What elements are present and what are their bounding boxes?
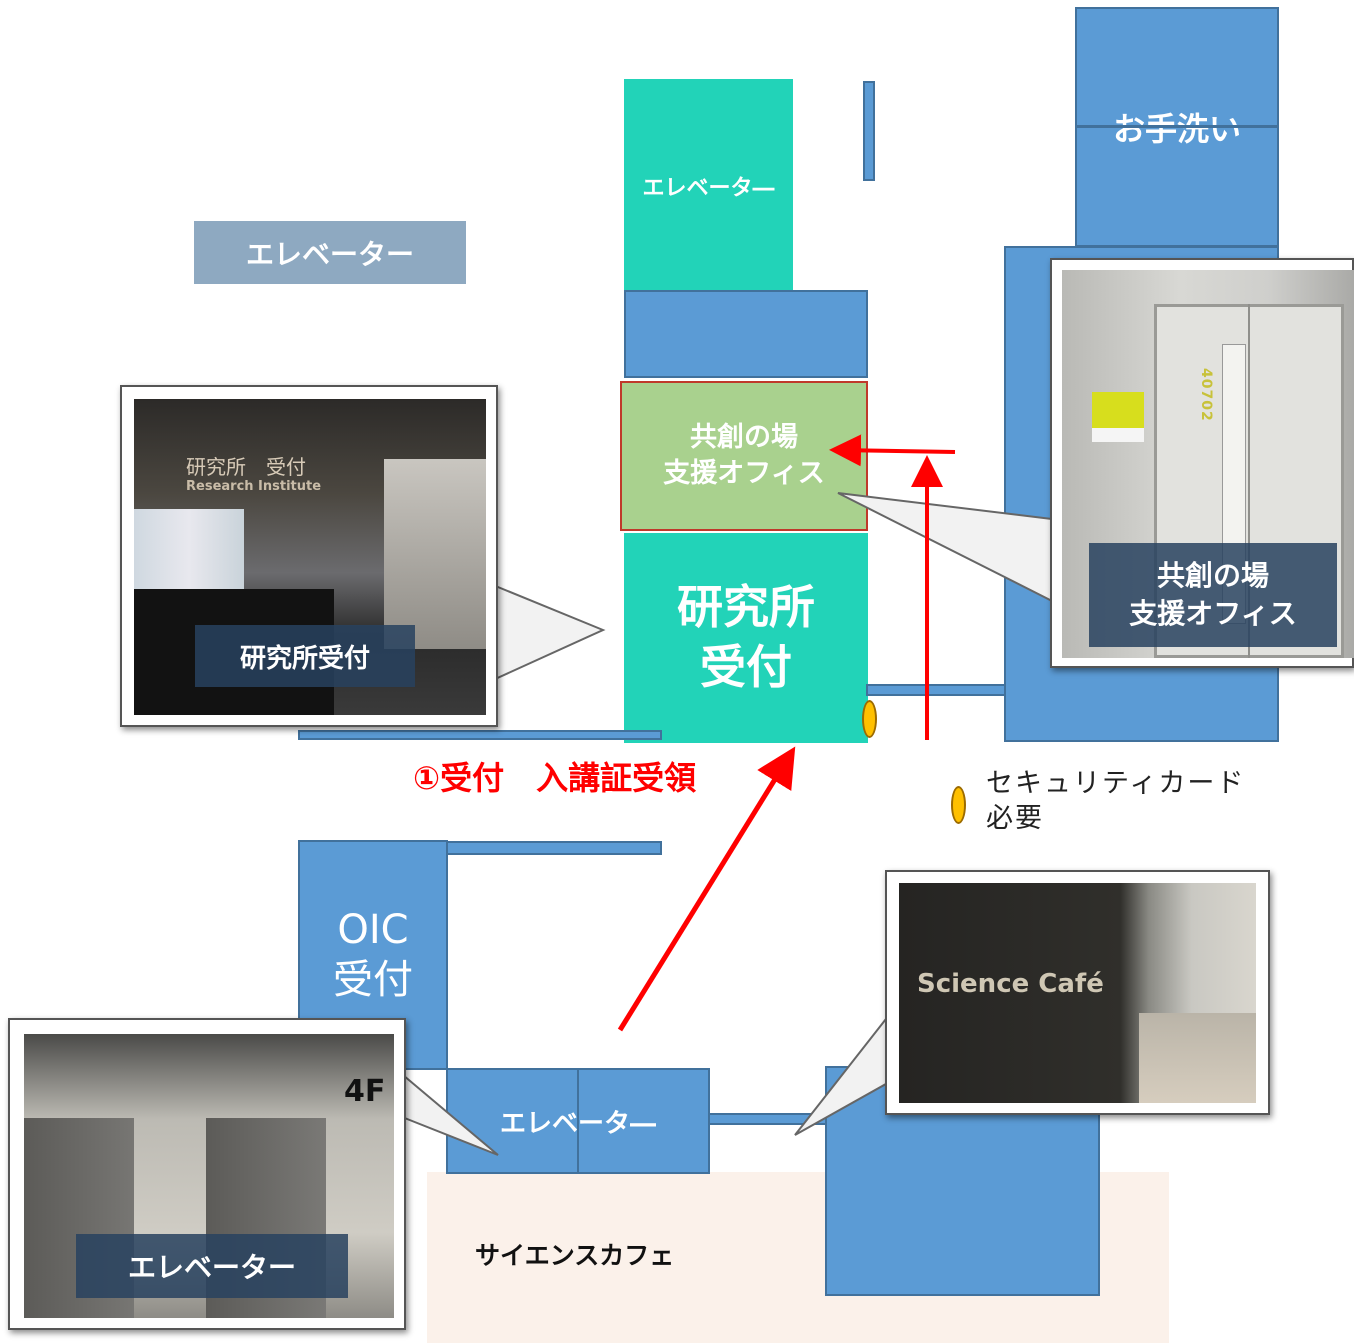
photo-elevator-caption: エレベーター [76,1234,348,1298]
pillar-right-of-elevator [863,81,875,181]
photo-cafe: Science Café [885,870,1270,1115]
elevator-center-top: エレベータ― [624,79,793,292]
callout-pointer-elevator [396,1067,499,1156]
office-door-number: 40702 [1198,368,1214,422]
reception-sign-line1: 研究所 受付 [186,455,306,479]
cafe-corridor-floor [1139,1013,1256,1103]
elevator-bottom-label-wrap: エレベータ― [446,1068,710,1174]
elevator-center-top-label: エレベータ― [642,175,775,201]
step1-label: ①受付 入講証受領 [413,759,697,797]
photo-office-caption-text: 共創の場 支援オフィス [1129,559,1297,630]
legend-security-icon [951,786,966,824]
elevator-bottom-label: エレベータ― [499,1108,656,1139]
photo-elevator-caption-text: エレベーター [127,1251,296,1284]
office-yellow-sign [1092,392,1144,428]
restroom-line [1075,125,1279,128]
photo-office-caption: 共創の場 支援オフィス [1089,543,1337,647]
callout-pointer-office [837,492,1061,607]
science-cafe-label: サイエンスカフェ [475,1241,675,1270]
research-reception-room: 研究所 受付 [624,533,868,743]
restroom-label: お手洗い [1112,110,1241,148]
office-white-sign [1092,428,1144,442]
photo-reception: 研究所 受付 Research Institute 研究所受付 [120,385,498,727]
elevator-bottom-divider [577,1068,579,1174]
lobby-block [624,290,868,378]
research-reception-label: 研究所 受付 [677,580,815,694]
oic-reception-label: OIC 受付 [333,907,413,1003]
support-office-label: 共創の場 支援オフィス [663,421,825,489]
photo-reception-image: 研究所 受付 Research Institute [134,399,486,715]
reception-shelves [134,509,244,589]
reception-sign-line2: Research Institute [186,479,322,494]
photo-office: 40702 共創の場 支援オフィス [1050,258,1354,668]
cafe-sign: Science Café [917,969,1104,999]
photo-reception-caption: 研究所受付 [195,625,415,687]
route-arrow-horizontal [829,434,956,467]
office-door-split [1248,304,1250,658]
wall-left-of-reception [298,730,662,740]
legend-security-text: セキュリティカード 必要 [986,768,1246,835]
photo-reception-caption-text: 研究所受付 [239,643,370,674]
callout-pointer-reception [492,583,606,682]
security-card-marker [862,700,877,738]
reception-doorway [384,459,486,649]
support-office-room: 共創の場 支援オフィス [620,381,868,531]
callout-pointer-cafe [794,1007,894,1136]
elevator-floor-sign: 4F [344,1074,386,1109]
route-arrow-diagonal [617,746,796,1032]
elevator-label-top-left: エレベーター [194,221,466,284]
elevator-label-text: エレベーター [245,237,414,271]
photo-elevator: 4F エレベーター [8,1018,406,1330]
photo-cafe-image: Science Café [899,883,1256,1103]
